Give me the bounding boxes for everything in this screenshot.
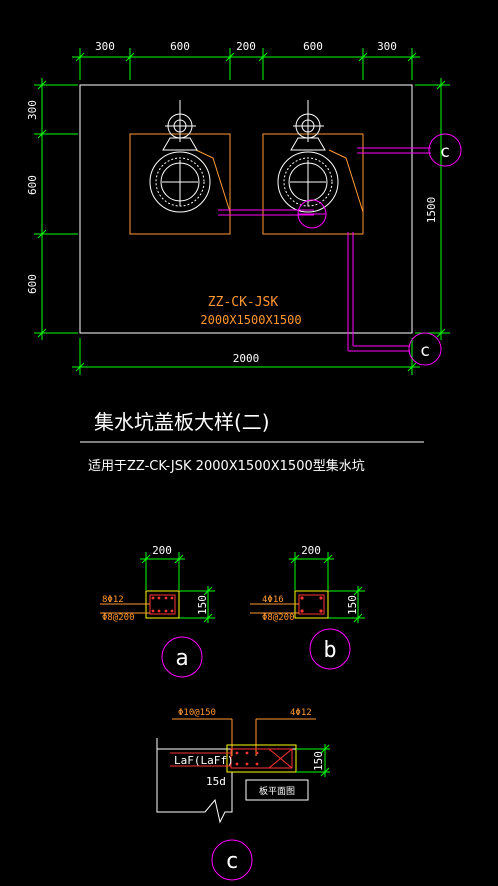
title-main: 集水坑盖板大样(二) [94, 410, 270, 434]
top-dimension-chain [72, 48, 420, 80]
opening-left [129, 100, 231, 235]
detail-a-label: a [175, 646, 188, 671]
left-dimension-chain [34, 78, 78, 340]
beam-section [226, 744, 297, 773]
bottom-dimension [72, 338, 420, 375]
title-sub: 适用于ZZ-CK-JSK 2000X1500X1500型集水坑 [88, 458, 365, 474]
detail-b: 200 150 4Φ16 Φ8@200 b [250, 544, 365, 670]
right-dimension [415, 78, 450, 340]
right-dim: 1500 [425, 197, 438, 224]
callout-lower-label: c [420, 341, 430, 361]
title-block: 集水坑盖板大样(二) 适用于ZZ-CK-JSK 2000X1500X1500型集… [80, 410, 424, 474]
detail-c-height: 150 [312, 751, 325, 771]
detail-b-height: 150 [346, 595, 359, 615]
opening-right [262, 100, 364, 235]
detail-a: 200 150 8Φ12 Φ8@200 a [100, 544, 215, 678]
plan-view: 300 600 200 600 300 300 600 600 [26, 40, 462, 375]
detail-a-height: 150 [196, 595, 209, 615]
detail-a-callout [161, 636, 203, 678]
detail-a-stirrup: Φ8@200 [102, 613, 135, 623]
top-dim-3: 200 [236, 40, 256, 53]
detail-b-stirrup: Φ8@200 [262, 613, 295, 623]
detail-b-label: b [323, 638, 336, 663]
detail-b-bars: 4Φ16 [262, 595, 284, 605]
detail-a-width: 200 [152, 544, 172, 557]
detail-c-anchor: LaF(LaFf) [174, 754, 234, 767]
left-dim-2: 600 [26, 175, 39, 195]
detail-c-note: 板平面图 [259, 785, 295, 797]
plan-code: ZZ-CK-JSK [208, 295, 279, 310]
bottom-dim: 2000 [233, 352, 260, 365]
plan-size: 2000X1500X1500 [200, 313, 301, 327]
detail-b-callout [309, 628, 351, 670]
left-dim-1: 300 [26, 100, 39, 120]
top-dim-4: 600 [303, 40, 323, 53]
section-cut-lines [218, 147, 431, 352]
detail-c-label: c [225, 849, 238, 874]
left-dim-3: 600 [26, 274, 39, 294]
detail-c-stirrup: Φ10@150 [178, 708, 216, 718]
detail-b-width: 200 [301, 544, 321, 557]
detail-c-callout [211, 839, 253, 881]
top-dim-1: 300 [95, 40, 115, 53]
callout-upper: c [428, 133, 462, 167]
detail-a-bars: 8Φ12 [102, 595, 124, 605]
callout-lower: c [408, 332, 442, 366]
callout-upper-label: c [440, 142, 450, 162]
detail-c-bars: 4Φ12 [290, 708, 312, 718]
top-dim-2: 600 [170, 40, 190, 53]
detail-c-lap: 15d [206, 775, 226, 788]
top-dim-5: 300 [377, 40, 397, 53]
slab-outline [79, 84, 413, 334]
detail-c: Φ10@150 4Φ12 LaF(LaFf) 15d 150 板平面图 c [156, 708, 330, 881]
